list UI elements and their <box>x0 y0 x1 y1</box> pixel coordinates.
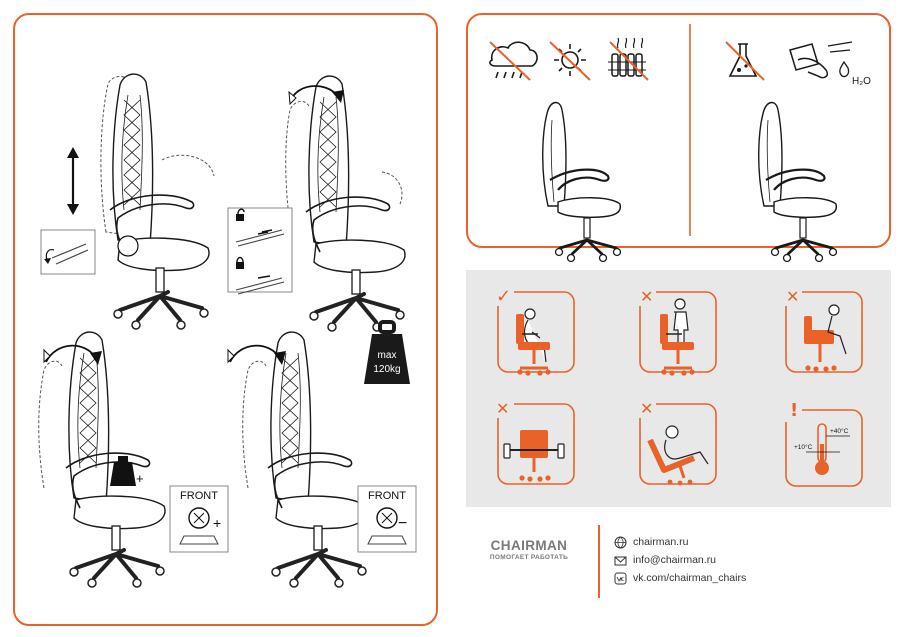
brand-logo: CHAIRMAN ПОМОГАЕТ РАБОТАТЬ <box>481 538 577 561</box>
chair-tilt-lock-illustration <box>227 76 405 331</box>
max-weight-badge: max 120kg <box>364 320 410 384</box>
usage-no-weights-on-arms: ✕ <box>490 396 575 485</box>
usage-no-rocking-back: ✕ <box>632 396 717 486</box>
contact-email-text: info@chairman.ru <box>633 554 717 566</box>
envelope-icon <box>614 554 627 567</box>
brand-tagline: ПОМОГАЕТ РАБОТАТЬ <box>489 554 569 561</box>
warning-mark: ! <box>790 400 798 421</box>
wrong-mark: ✕ <box>786 287 799 306</box>
no-heater-icon <box>608 37 649 81</box>
svg-text:+: + <box>136 471 144 486</box>
weight-value: 120kg <box>373 364 400 375</box>
usage-no-kneeling: ✕ <box>778 284 863 373</box>
chair-tension-plus-illustration: + FRONT + <box>38 332 229 587</box>
no-rain-icon <box>489 41 538 81</box>
usage-correct-sitting: ✓ <box>490 284 575 378</box>
wrong-mark: ✕ <box>496 399 509 418</box>
contact-vk-text: vk.com/chairman_chairs <box>633 572 747 584</box>
temp-min-label: +10°C <box>794 443 813 451</box>
tilt-panel-label: FRONT <box>180 490 218 502</box>
contact-vk[interactable]: vk.com/chairman_chairs <box>614 570 746 586</box>
weight-prefix: max <box>378 350 397 361</box>
instructions-frame <box>13 13 438 626</box>
globe-icon <box>614 536 627 549</box>
wrong-mark: ✕ <box>640 399 653 418</box>
wipe-cloth-icon <box>789 41 853 79</box>
contact-divider <box>598 525 600 598</box>
temp-max-label: +40°C <box>830 427 849 435</box>
contact-website-text: chairman.ru <box>633 536 689 548</box>
vk-icon <box>614 572 627 585</box>
tilt-panel-label: FRONT <box>368 490 406 502</box>
tilt-plus-sign: + <box>213 515 221 531</box>
tilt-minus-sign: − <box>398 515 407 532</box>
chair-tension-minus-illustration: FRONT − <box>227 332 417 587</box>
no-chemicals-icon <box>725 41 765 81</box>
contact-email[interactable]: info@chairman.ru <box>614 552 716 568</box>
correct-mark: ✓ <box>496 286 511 307</box>
care-frame <box>466 13 891 248</box>
wrong-mark: ✕ <box>640 287 653 306</box>
contact-website[interactable]: chairman.ru <box>614 534 688 550</box>
usage-no-standing: ✕ <box>632 284 717 378</box>
water-formula: H₂O <box>852 76 871 87</box>
brand-name: CHAIRMAN <box>490 538 568 553</box>
usage-temperature-range: ! +10°C +40°C <box>780 398 863 487</box>
chair-height-adjust-illustration <box>40 74 215 329</box>
no-sun-icon <box>549 41 591 81</box>
water-drop-icon: H₂O <box>839 60 871 87</box>
